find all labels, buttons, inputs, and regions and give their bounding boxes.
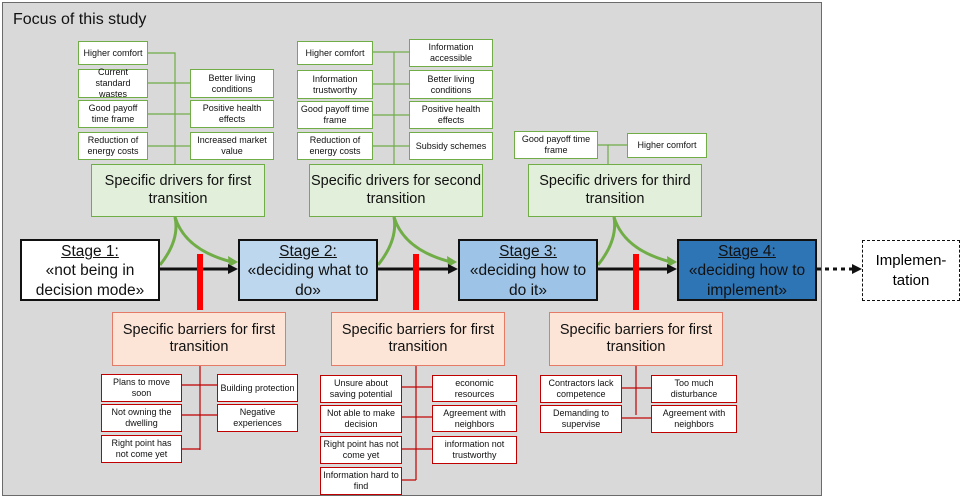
driver-item: Subsidy schemes	[409, 132, 493, 160]
barrier-item: Building protection	[217, 374, 298, 402]
barriers-box: Specific barriers for first transition	[331, 312, 505, 366]
barriers-box: Specific barriers for first transition	[112, 312, 286, 366]
driver-item: Higher comfort	[627, 133, 707, 158]
barrier-item: Negative experiences	[217, 404, 298, 432]
stage-text: «deciding how to implement»	[688, 262, 806, 299]
drivers-box: Specific drivers for first transition	[91, 164, 265, 217]
barrier-item: Demanding to supervise	[540, 405, 622, 433]
stage-1: Stage 1: «not being in decision mode»	[20, 239, 160, 301]
barrier-item: Not able to make decision	[320, 405, 402, 433]
stage-3: Stage 3: «deciding how to do it»	[458, 239, 598, 301]
stage-4: Stage 4: «deciding how to implement»	[677, 239, 817, 301]
driver-item: Good payoff time frame	[78, 100, 148, 128]
stage-text: «deciding how to do it»	[469, 262, 587, 299]
stage-text: «deciding what to do»	[247, 262, 369, 299]
driver-item: Reduction of energy costs	[78, 132, 148, 160]
stage-title: Stage 1:	[61, 243, 119, 260]
barrier-item: Information hard to find	[320, 467, 402, 495]
stage-title: Stage 4:	[718, 243, 776, 260]
driver-item: Current standard wastes	[78, 67, 148, 99]
stage-title: Stage 3:	[499, 243, 557, 260]
barrier-item: Right point has not come yet	[320, 436, 402, 464]
driver-item: Increased market value	[190, 132, 274, 160]
stage-2: Stage 2: «deciding what to do»	[238, 239, 378, 301]
driver-item: Higher comfort	[297, 41, 373, 65]
barrier-item: Agreement with neighbors	[432, 405, 517, 432]
stage-text: «not being in decision mode»	[35, 262, 145, 299]
barrier-item: information not trustworthy	[432, 436, 517, 464]
driver-item: Reduction of energy costs	[297, 132, 373, 160]
driver-item: Good payoff time frame	[514, 131, 598, 159]
barrier-item: Unsure about saving potential	[320, 375, 402, 403]
barrier-item: Not owning the dwelling	[101, 404, 182, 432]
barrier-item: Agreement with neighbors	[651, 405, 737, 433]
driver-item: Better living conditions	[190, 69, 274, 98]
driver-item: Good payoff time frame	[297, 101, 373, 129]
drivers-box: Specific drivers for third transition	[528, 164, 702, 217]
implementation-box: Implemen-tation	[862, 240, 960, 301]
barriers-box: Specific barriers for first transition	[549, 312, 723, 366]
driver-item: Higher comfort	[78, 41, 148, 65]
barrier-item: Too much disturbance	[651, 375, 737, 403]
drivers-box: Specific drivers for second transition	[309, 164, 483, 217]
barrier-item: Right point has not come yet	[101, 435, 182, 463]
barrier-item: economic resources	[432, 375, 517, 402]
driver-item: Positive health effects	[190, 100, 274, 128]
stage-title: Stage 2:	[279, 243, 337, 260]
driver-item: Better living conditions	[409, 70, 493, 99]
barrier-item: Contractors lack competence	[540, 375, 622, 403]
driver-item: Information trustworthy	[297, 70, 373, 99]
focus-title: Focus of this study	[13, 11, 147, 28]
driver-item: Information accessible	[409, 39, 493, 67]
barrier-item: Plans to move soon	[101, 374, 182, 402]
driver-item: Positive health effects	[409, 101, 493, 129]
